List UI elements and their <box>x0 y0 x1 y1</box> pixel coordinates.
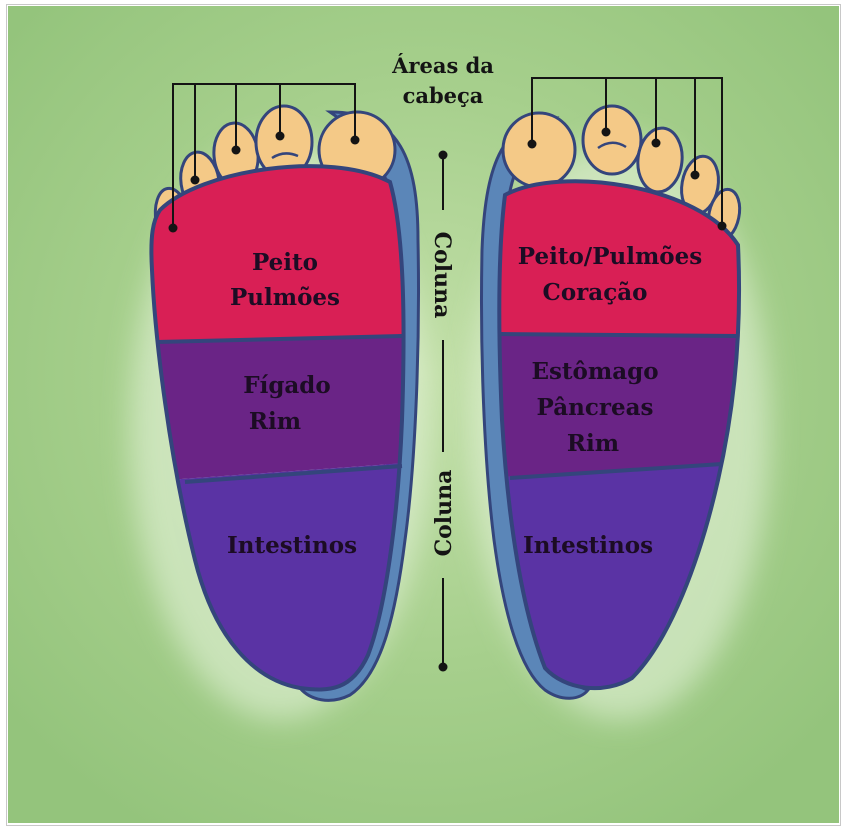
image-frame <box>6 4 841 826</box>
